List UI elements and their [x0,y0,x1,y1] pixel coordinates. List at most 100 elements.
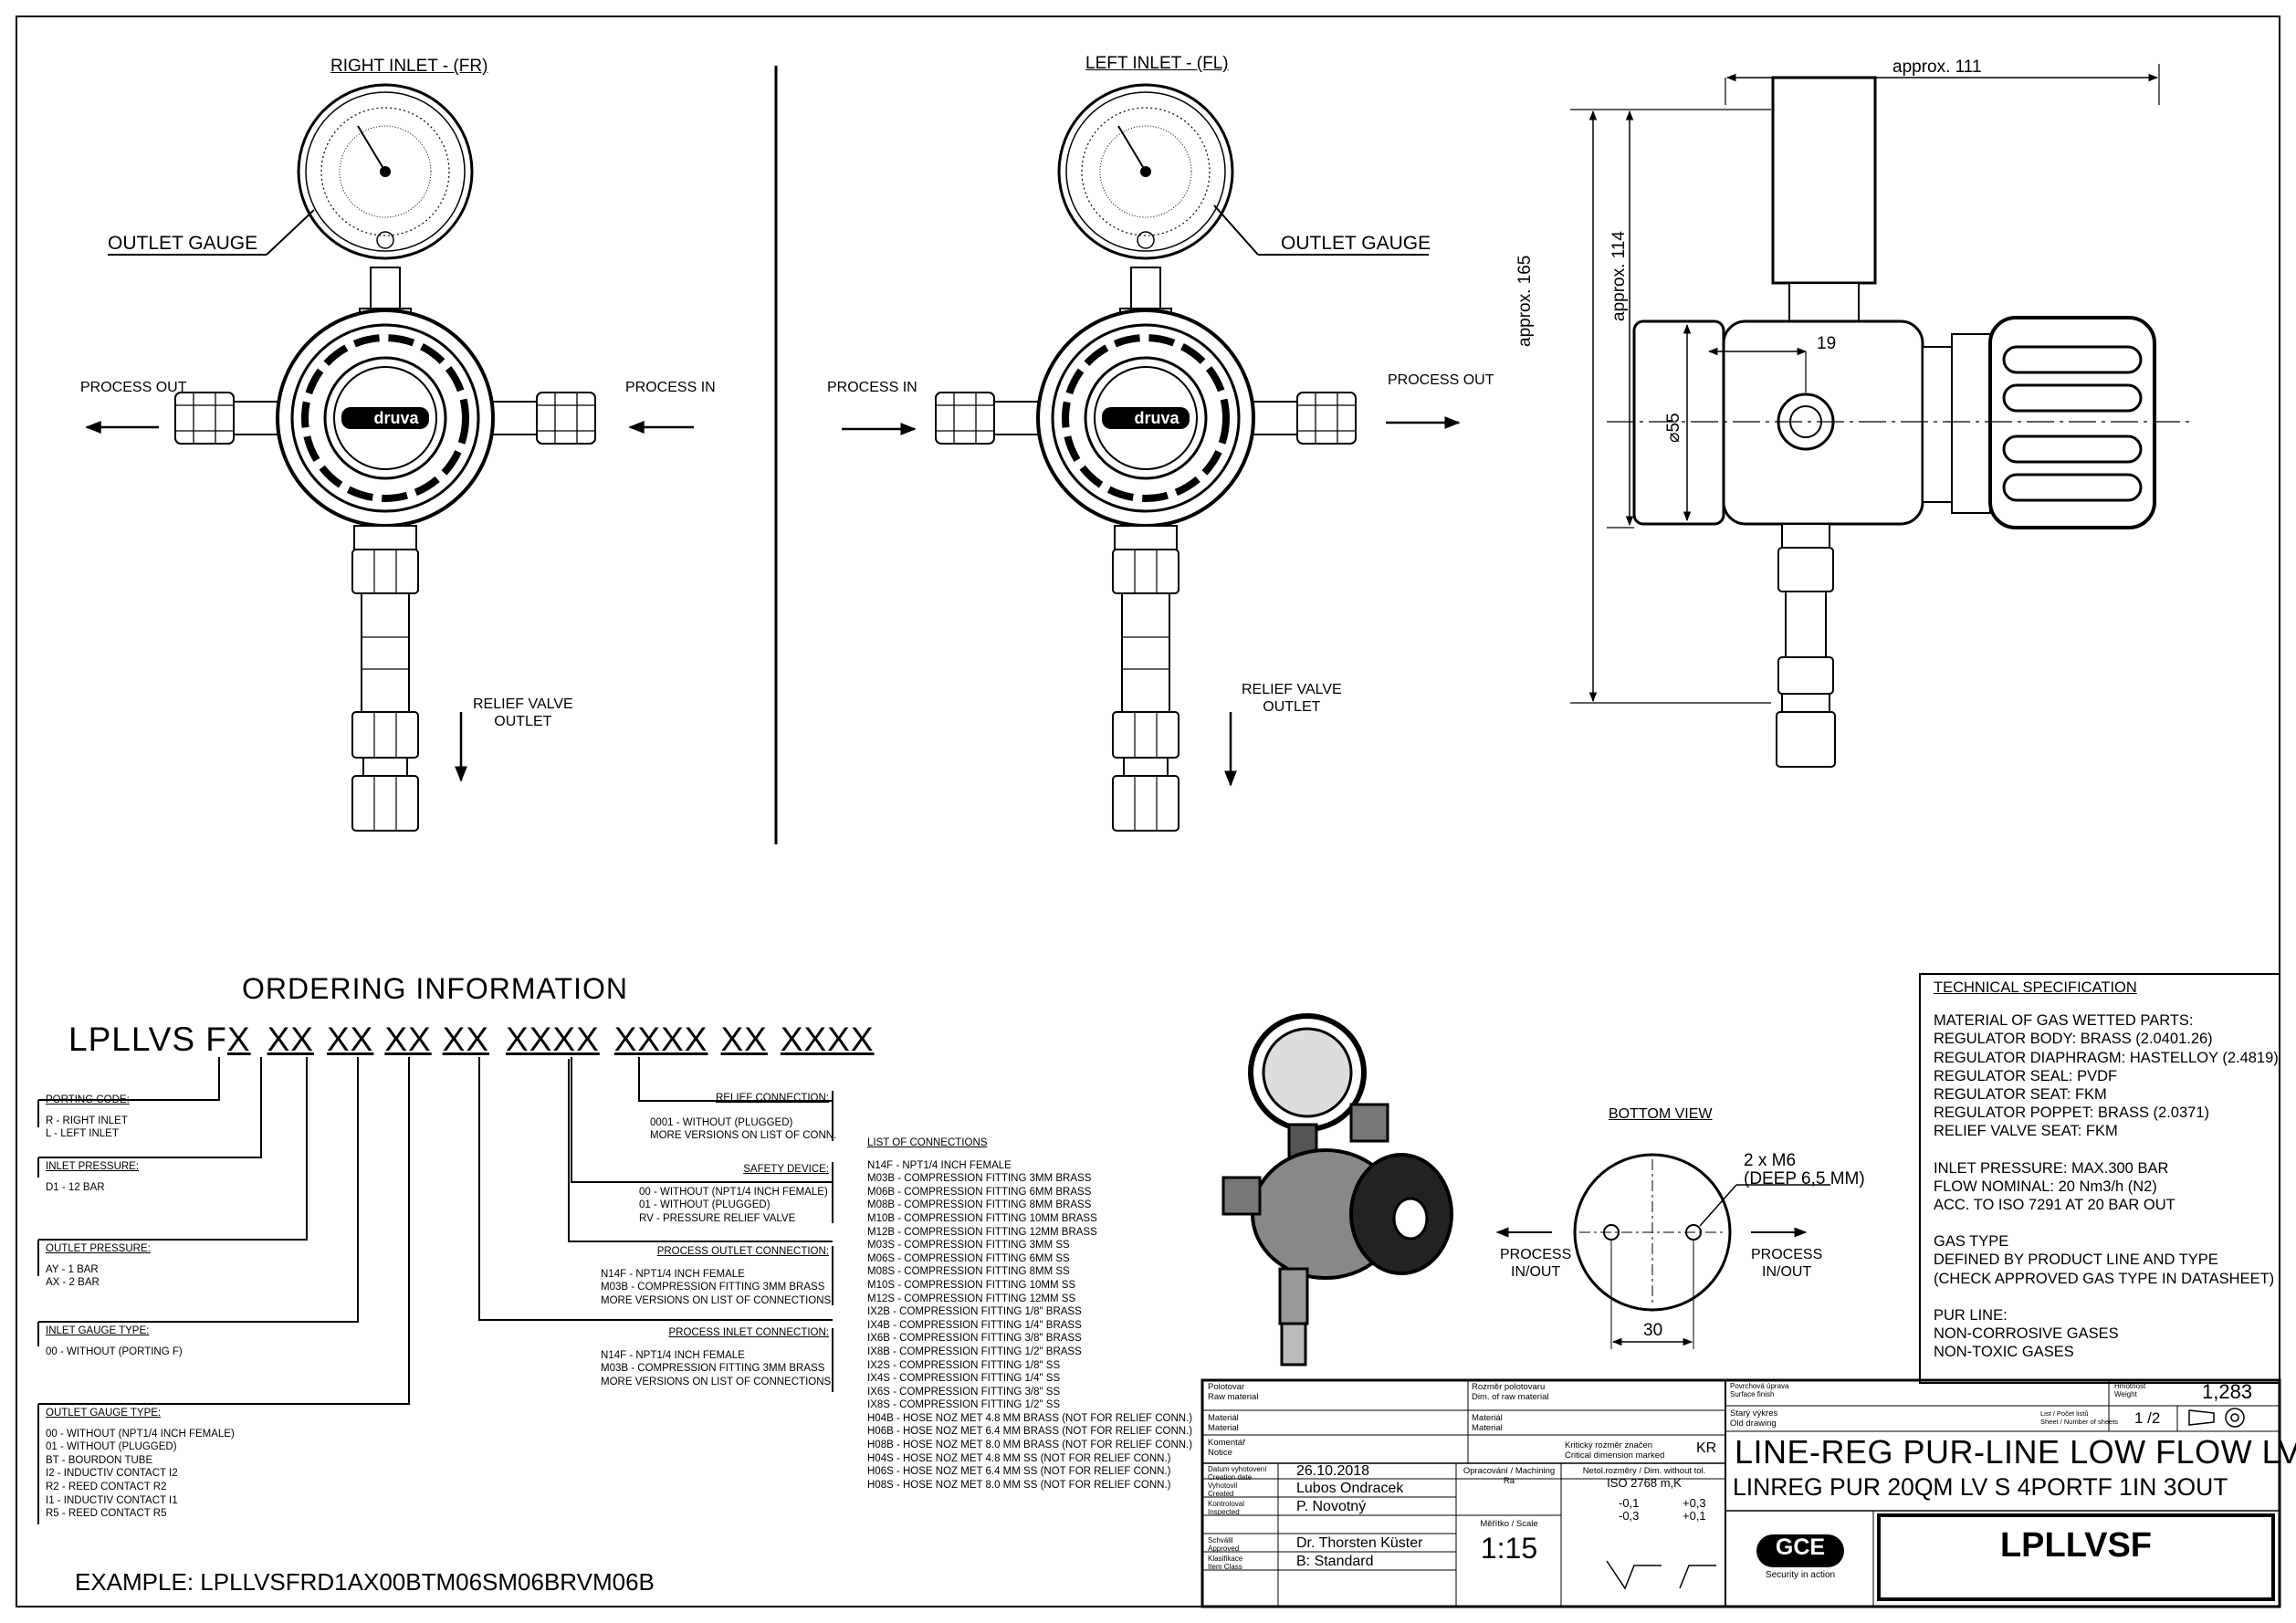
connection-item: M08B - COMPRESSION FITTING 8MM BRASS [867,1199,1092,1211]
code-prefix: LPLLVS F [68,1021,227,1058]
spec-line [1934,1141,2279,1159]
safety-device-block: SAFETY DEVICE: 00 - WITHOUT (NPT1/4 INCH… [639,1164,829,1224]
code-safety-device: XX [720,1021,768,1058]
regulator-front-view-fl [936,85,1356,831]
tb-meritko: 1:15 [1480,1532,1538,1565]
spec-line: REGULATOR BODY: BRASS (2.0401.26) [1934,1031,2213,1048]
code-inlet-gauge: XX [384,1021,432,1058]
connection-item: M10S - COMPRESSION FITTING 10MM SS [867,1279,1076,1291]
outlet-gauge-label-fr: OUTLET GAUGE [108,233,258,254]
connection-item: IX2S - COMPRESSION FITTING 1/8" SS [867,1359,1061,1371]
gce-logo-sub: Security in action [1765,1570,1836,1580]
spec-line: REGULATOR POPPET: BRASS (2.0371) [1934,1105,2209,1122]
tb-schvalil: Dr. Thorsten Küster [1296,1535,1423,1551]
code-process-outlet: XXXX [613,1021,708,1058]
spec-line: FLOW NOMINAL: 20 Nm3/h (N2) [1934,1178,2157,1195]
connection-item: IX4B - COMPRESSION FITTING 1/4" BRASS [867,1319,1082,1331]
view-title-fl: LEFT INLET - (FL) [1085,54,1229,73]
process-out-label-fl: PROCESS OUT [1388,372,1494,388]
spec-line: NON-TOXIC GASES [1934,1344,2074,1361]
inlet-pressure-block: INLET PRESSURE: D1 - 12 BAR [46,1161,140,1193]
tech-spec: TECHNICAL SPECIFICATION MATERIAL OF GAS … [1934,979,2279,1361]
outlet-gauge-type-block: OUTLET GAUGE TYPE: 00 - WITHOUT (NPT1/4 … [46,1408,235,1520]
dim-approx-165: approx. 165 [1515,255,1535,347]
connection-item: IX6B - COMPRESSION FITTING 3/8" BRASS [867,1333,1082,1345]
tb-title-line1: LINE-REG PUR-LINE LOW FLOW LV [1735,1433,2296,1471]
gce-logo-text: GCE [1775,1534,1826,1560]
connection-item: M06S - COMPRESSION FITTING 6MM SS [867,1252,1070,1264]
dim-19: 19 [1817,334,1837,353]
ordering-leaders [37,1057,833,1524]
regulator-side-view [1570,64,2191,768]
product-iso-render [1221,1013,1453,1366]
tb-kontroloval: P. Novotný [1296,1499,1367,1514]
connection-item: IX8S - COMPRESSION FITTING 1/2" SS [867,1399,1061,1411]
tb-kr: KR [1696,1440,1717,1456]
spec-line: RELIEF VALVE SEAT: FKM [1934,1123,2118,1140]
code-porting: X [226,1021,251,1058]
tb-title-line2: LINREG PUR 20QM LV S 4PORTF 1IN 3OUT [1733,1473,2228,1501]
bottom-view-title: BOTTOM VIEW [1609,1106,1713,1122]
tb-netol: Netol.rozměry / Dim. without tol.ISO 276… [1582,1466,1706,1490]
spec-line: ACC. TO ISO 7291 AT 20 BAR OUT [1934,1197,2175,1214]
spec-line: INLET PRESSURE: MAX.300 BAR [1934,1159,2169,1177]
spec-line [1934,1288,2279,1306]
spec-line: MATERIAL OF GAS WETTED PARTS: [1934,1012,2194,1030]
code-inlet-pressure: XX [267,1021,314,1058]
tb-datum: 26.10.2018 [1296,1463,1370,1479]
connection-item: H08B - HOSE NOZ MET 8.0 MM BRASS (NOT FO… [867,1440,1193,1451]
spec-line: GAS TYPE [1934,1233,2009,1251]
view-title-fr: RIGHT INLET - (FR) [330,57,488,76]
process-out-label-fr: PROCESS OUT [80,380,187,395]
spec-line: REGULATOR SEAL: PVDF [1934,1067,2118,1084]
inlet-gauge-block: INLET GAUGE TYPE: 00 - WITHOUT (PORTING … [46,1325,183,1357]
process-in-label-fl: PROCESS IN [827,380,917,395]
connection-item: M06B - COMPRESSION FITTING 6MM BRASS [867,1186,1092,1198]
connection-item: M08S - COMPRESSION FITTING 8MM SS [867,1266,1070,1278]
connection-item: H08S - HOSE NOZ MET 8.0 MM SS (NOT FOR R… [867,1479,1171,1491]
process-in-label-fr: PROCESS IN [625,380,716,395]
ordering-title: ORDERING INFORMATION [242,972,628,1005]
code-outlet-pressure: XX [326,1021,374,1058]
ordering-code: LPLLVS F X XX XX XX XX XXXX XXXX XX XXXX [68,1021,875,1059]
porting-code-block: PORTING CODE: R - RIGHT INLET L - LEFT I… [46,1094,130,1140]
connection-item: IX6S - COMPRESSION FITTING 3/8" SS [867,1386,1061,1398]
spec-line: PUR LINE: [1934,1306,2008,1324]
title-block-lines [1200,1378,2281,1608]
spec-line: REGULATOR SEAT: FKM [1934,1086,2107,1104]
dim-approx-114: approx. 114 [1609,231,1629,321]
outlet-pressure-block: OUTLET PRESSURE: AY - 1 BAR AX - 2 BAR [46,1243,151,1289]
connection-item: M12B - COMPRESSION FITTING 12MM BRASS [867,1226,1097,1238]
tb-tol-neg: -0,1-0,3 [1619,1496,1640,1523]
tb-vyhotovil: Lubos Ondracek [1296,1481,1404,1496]
connection-item: M03S - COMPRESSION FITTING 3MM SS [867,1240,1070,1251]
connection-item: M12S - COMPRESSION FITTING 12MM SS [867,1293,1076,1304]
example-code: EXAMPLE: LPLLVSFRD1AX00BTM06SM06BRVM06B [75,1568,655,1596]
connection-item: M03B - COMPRESSION FITTING 3MM BRASS [867,1173,1092,1185]
thread-label: 2 x M6(DEEP 6,5 MM) [1744,1151,1865,1188]
outlet-gauge-label-fl: OUTLET GAUGE [1281,233,1431,254]
code-relief-connection: XXXX [780,1021,875,1058]
dim-30: 30 [1643,1321,1663,1340]
connection-item: H06B - HOSE NOZ MET 6.4 MM BRASS (NOT FO… [867,1426,1193,1438]
process-outlet-block: PROCESS OUTLET CONNECTION: N14F - NPT1/4… [601,1246,832,1306]
connection-item: H06S - HOSE NOZ MET 6.4 MM SS (NOT FOR R… [867,1466,1171,1478]
tb-klasifikace: B: Standard [1296,1554,1374,1569]
connection-item: M10B - COMPRESSION FITTING 10MM BRASS [867,1212,1097,1224]
drawing-number: LPLLVSF [1999,1526,2153,1565]
connection-item: IX4S - COMPRESSION FITTING 1/4" SS [867,1373,1061,1385]
spec-line: NON-CORROSIVE GASES [1934,1325,2119,1343]
